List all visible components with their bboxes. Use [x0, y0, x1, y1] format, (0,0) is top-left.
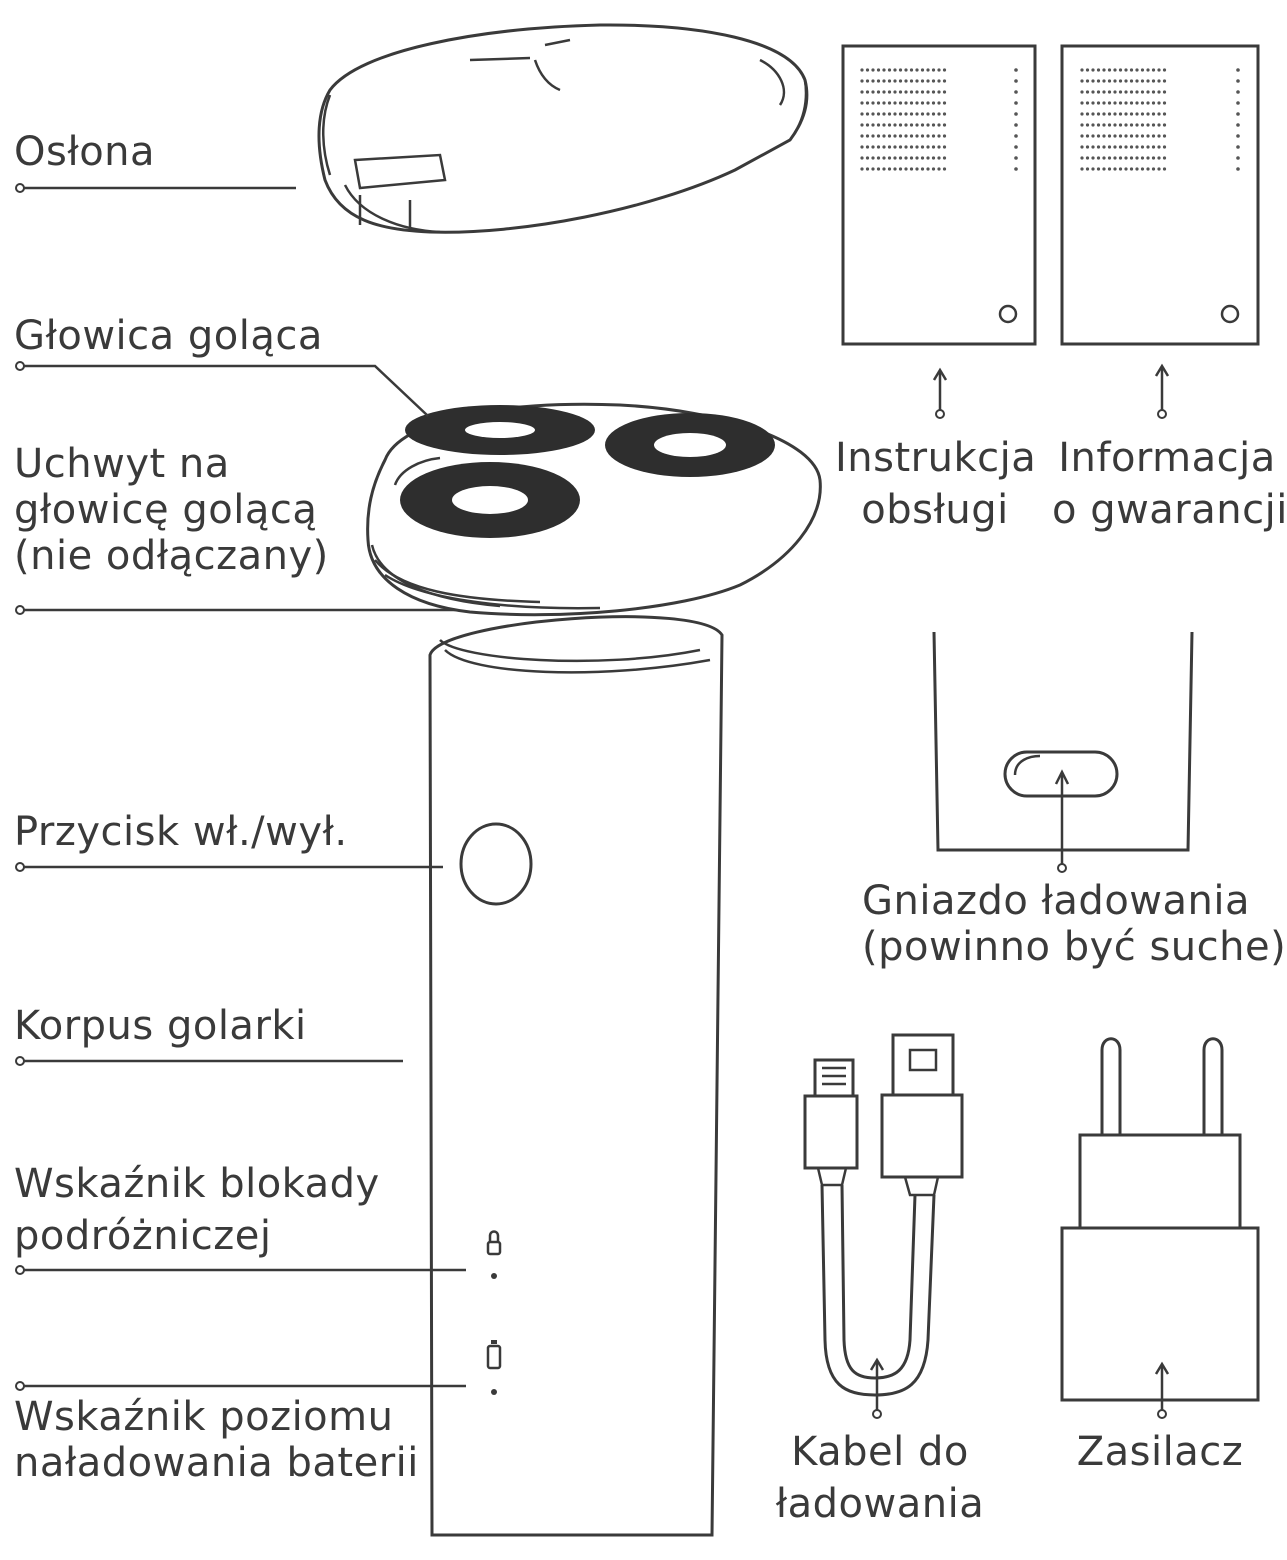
- label-charging-port: Gniazdo ładowania (powinno być suche): [862, 878, 1287, 970]
- label-charging-cable: Kabel do ładowania: [775, 1429, 985, 1527]
- callout-lines: [15, 183, 466, 1391]
- label-head-holder: Uchwyt na głowicę golącą (nie odłączany): [14, 441, 329, 579]
- charging-port-illustration: [932, 631, 1194, 873]
- label-warranty-info: Informacja o gwarancji: [1052, 435, 1287, 533]
- label-shaving-head: Głowica goląca: [14, 313, 323, 359]
- adapter-illustration: [1060, 1037, 1260, 1419]
- warranty-illustration: [1060, 44, 1260, 346]
- label-user-manual: Instrukcja obsługi: [835, 435, 1037, 533]
- label-travel-lock-indicator: Wskaźnik blokady podróżniczej: [14, 1161, 380, 1259]
- label-cover: Osłona: [14, 129, 156, 175]
- manual-illustration: [841, 44, 1037, 346]
- label-power-button: Przycisk wł./wył.: [14, 809, 348, 855]
- shaver-body-illustration: [428, 615, 724, 1537]
- shaving-head-illustration: [366, 402, 822, 617]
- cover-illustration: [317, 23, 809, 234]
- label-battery-indicator: Wskaźnik poziomu naładowania baterii: [14, 1394, 419, 1486]
- cable-illustration: [803, 1033, 964, 1419]
- label-shaver-body: Korpus golarki: [14, 1003, 307, 1049]
- label-power-adapter: Zasilacz: [1076, 1429, 1244, 1475]
